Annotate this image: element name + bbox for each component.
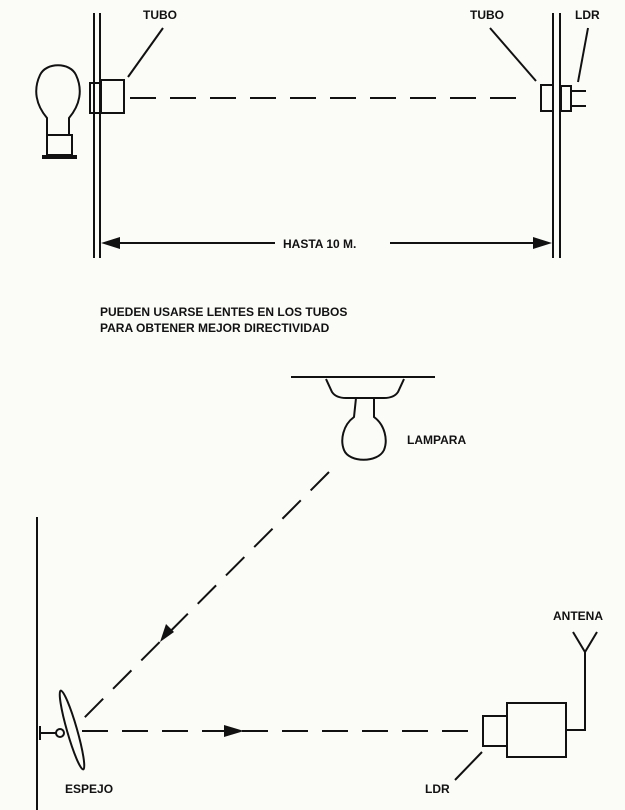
right-tube: [540, 84, 554, 112]
leader-line: [127, 27, 164, 78]
incident-beam-line: [77, 471, 330, 725]
leader-line: [577, 27, 589, 83]
note-line-2: PARA OBTENER MEJOR DIRECTIVIDAD: [100, 321, 330, 335]
ldr-label: LDR: [575, 8, 600, 22]
mirror-label: ESPEJO: [65, 782, 113, 796]
distance-arrow: [101, 237, 552, 249]
ldr-sensor-icon: [560, 85, 586, 112]
tube-right-label: TUBO: [470, 8, 504, 22]
left-tube: [89, 79, 125, 114]
leader-line: [489, 27, 537, 82]
left-wall: [93, 13, 101, 258]
note-line-1: PUEDEN USARSE LENTES EN LOS TUBOS: [100, 305, 347, 319]
right-wall: [552, 13, 561, 258]
antenna-label: ANTENA: [553, 609, 603, 623]
light-bulb-icon: [35, 64, 81, 159]
tube-left-label: TUBO: [143, 8, 177, 22]
receiver-box: [482, 702, 567, 758]
ceiling-lamp-icon: [325, 378, 405, 461]
distance-label: HASTA 10 M.: [283, 237, 356, 251]
arrow-head: [160, 624, 174, 642]
ldr-label-bottom: LDR: [425, 782, 450, 796]
antenna-icon: [567, 631, 598, 731]
arrow-head: [224, 725, 244, 737]
mirror-icon: [39, 689, 86, 771]
leader-line: [454, 751, 483, 781]
lamp-label: LAMPARA: [407, 433, 466, 447]
